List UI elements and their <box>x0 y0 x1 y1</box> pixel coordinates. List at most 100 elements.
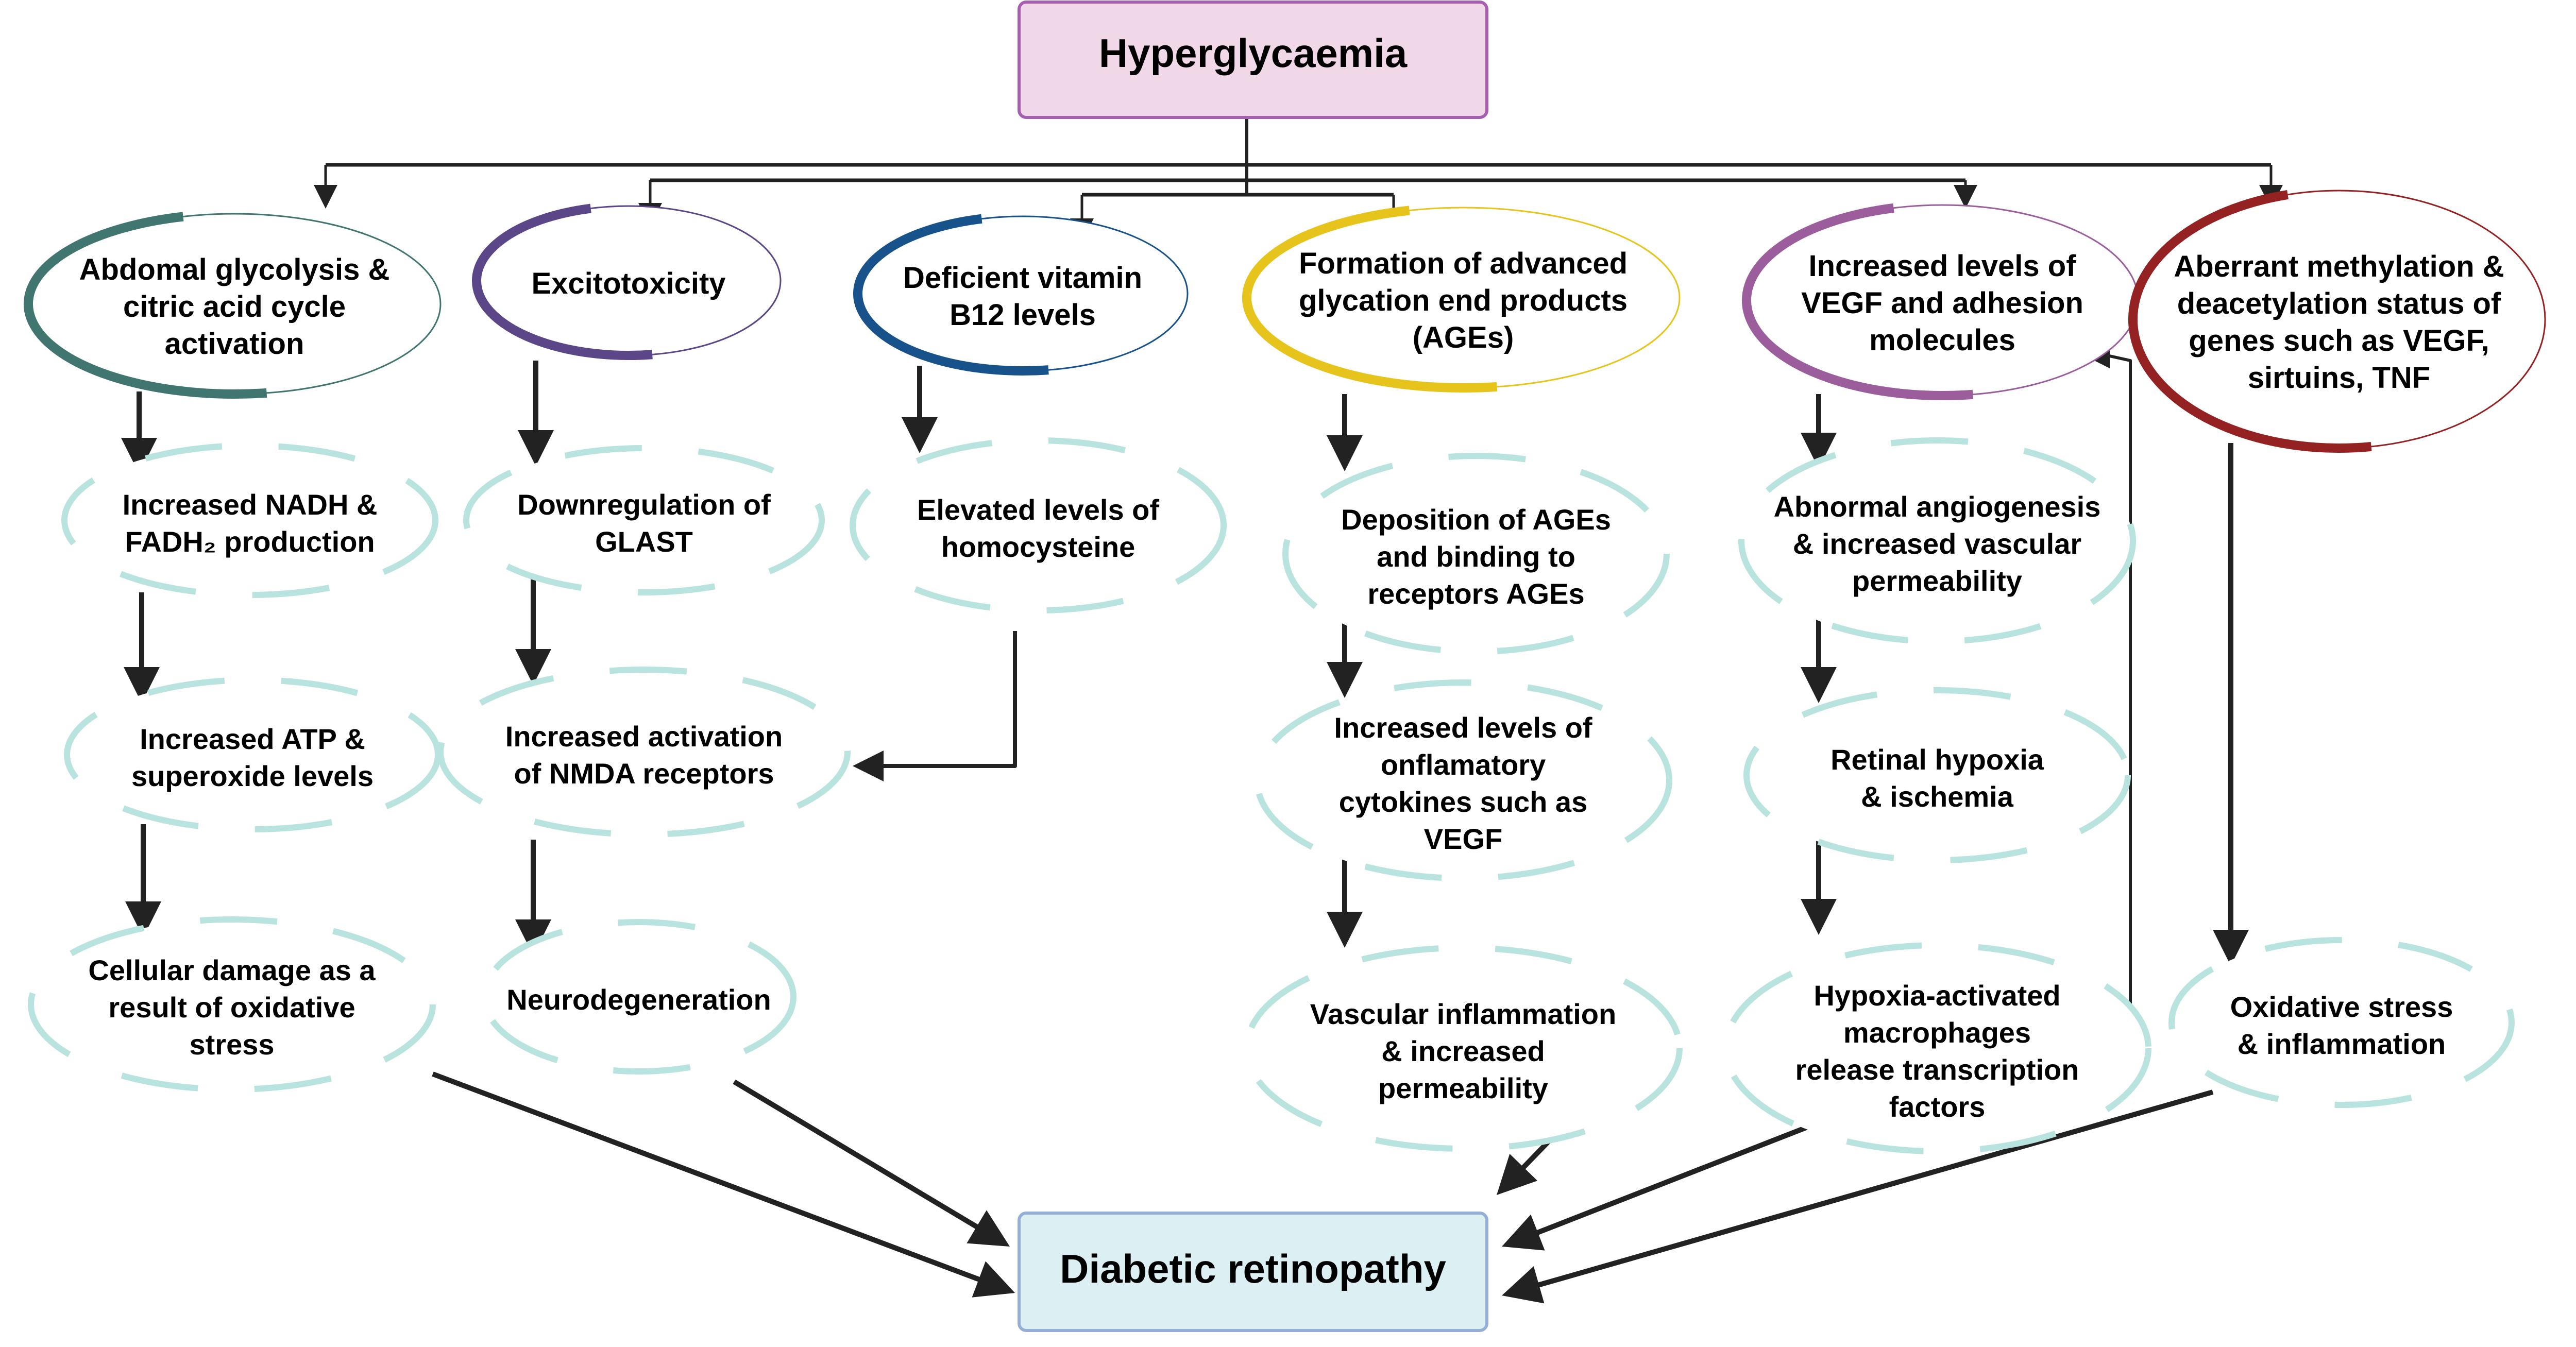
pathway-step-ellipse <box>1723 942 2151 1154</box>
pathway-head-label-glycolysis-line: citric acid cycle <box>123 290 346 323</box>
pathway-step-ellipse <box>437 667 851 838</box>
converging-arrow-line <box>733 1079 991 1237</box>
pathway-head-label-glycolysis-line: activation <box>165 327 304 361</box>
flow-arrow-head <box>515 649 551 685</box>
pathway-step-label-line: FADH₂ production <box>125 525 375 558</box>
pathway-head-label-excitotoxicity-line: Excitotoxicity <box>531 267 725 300</box>
branch-arrowhead-icon <box>314 185 337 209</box>
pathway-step-label-line: homocysteine <box>941 531 1136 563</box>
pathway-head-label-vegf-line: molecules <box>1869 323 2015 357</box>
pathway-head-label-ages-line: glycation end products <box>1299 284 1628 317</box>
pathway-step-ellipse <box>1743 687 2131 863</box>
converging-arrowhead-icon <box>967 1210 1010 1247</box>
pathway-head-label-methylation: Aberrant methylation &deacetylation stat… <box>2174 250 2504 395</box>
pathway-step-label-line: permeability <box>1852 565 2022 597</box>
pathway-step-ellipse <box>1244 945 1683 1152</box>
pathway-head-accent-methylation <box>2128 190 2372 453</box>
pathway-head-label-vegf-line: VEGF and adhesion <box>1801 286 2083 320</box>
pathway-step-label-line: VEGF <box>1424 823 1502 855</box>
pathway-step-label-line: & ischemia <box>1861 780 2014 813</box>
converging-arrow-line <box>432 1071 994 1287</box>
homocysteine-to-nmda-arrowhead-icon <box>853 751 884 781</box>
pathway-step-label-line: Cellular damage as a <box>88 954 376 986</box>
flow-arrow-head <box>2213 930 2249 966</box>
pathway-step-label-line: Increased levels of <box>1334 711 1592 744</box>
pathway-step-ellipse <box>481 919 796 1075</box>
converging-arrow-line <box>1522 1110 1845 1241</box>
diabetic-retinopathy-label: Diabetic retinopathy <box>1060 1246 1446 1291</box>
pathway-step-label-line: cytokines such as <box>1339 786 1587 818</box>
converging-arrowhead-icon <box>1497 1154 1538 1195</box>
flow-arrow-head <box>1801 667 1837 703</box>
pathway-head-label-ages-line: (AGEs) <box>1413 321 1514 354</box>
pathway-step-label: Retinal hypoxia & ischemia <box>1831 743 2044 813</box>
pathway-step-label: Abnormal angiogenesis & increased vascula… <box>1774 490 2101 597</box>
pathway-step-label-line: stress <box>189 1028 274 1061</box>
pathway-step-label-line: superoxide levels <box>131 760 374 792</box>
pathway-step-label-line: Hypoxia-activated <box>1814 979 2060 1012</box>
pathway-step-label-line: Increased NADH & <box>123 488 378 521</box>
hyperglycaemia-box <box>1018 1 1488 119</box>
pathway-step-label-line: Increased ATP & <box>140 723 365 755</box>
pathway-head-label-ages-line: Formation of advanced <box>1299 247 1628 280</box>
pathway-step-label-line: permeability <box>1378 1072 1548 1104</box>
pathway-step-label: Vascular inflammation & increased permeabi… <box>1310 998 1616 1104</box>
pathway-head-label-vitamin-b12-line: Deficient vitamin <box>903 261 1142 295</box>
pathway-step-label-line: of NMDA receptors <box>514 757 774 790</box>
pathway-step-label-line: Retinal hypoxia <box>1831 743 2044 776</box>
pathway-step-ellipse <box>28 916 436 1093</box>
feedback-to-vegf-line <box>2107 354 2132 1014</box>
pathway-step-label: Oxidative stress& inflammation <box>2230 991 2453 1060</box>
pathway-head-label-excitotoxicity: Excitotoxicity <box>531 267 725 300</box>
pathway-step-label-line: & inflammation <box>2238 1028 2446 1060</box>
pathway-head-label-methylation-line: genes such as VEGF, <box>2189 324 2489 357</box>
pathway-step-label-line: Increased activation <box>505 720 783 753</box>
pathway-step-label-line: & increased vascular <box>1793 527 2081 560</box>
flow-arrow-head <box>1327 912 1363 948</box>
pathway-head-accent-ages <box>1242 206 1498 393</box>
branch-arrowhead-icon <box>1954 185 1977 209</box>
pathway-step-label-line: Vascular inflammation <box>1310 998 1616 1030</box>
pathway-step-label-line: result of oxidative <box>108 991 355 1024</box>
flow-arrow-head <box>515 919 551 956</box>
diabetic-retinopathy-box <box>1018 1212 1488 1332</box>
pathway-step-label: Cellular damage as a result of oxidative s… <box>88 954 376 1061</box>
pathway-step-ellipse <box>1738 437 2136 644</box>
pathway-head-label-vegf-line: Increased levels of <box>1808 249 2076 283</box>
converging-arrowhead-icon <box>1502 1266 1545 1304</box>
flow-arrow-head <box>124 667 160 703</box>
homocysteine-to-nmda-line <box>876 631 1017 768</box>
pathway-head-accent-vitamin-b12 <box>853 214 1049 376</box>
pathway-step-label-line: Abnormal angiogenesis <box>1774 490 2101 523</box>
hyperglycaemia-label: Hyperglycaemia <box>1099 30 1408 76</box>
flow-arrow-head <box>1801 899 1837 935</box>
flow-arrow-head <box>518 430 554 466</box>
pathway-step-ellipse <box>61 442 438 598</box>
pathway-head-label-glycolysis-line: Abdomal glycolysis & <box>79 253 390 286</box>
pathway-step-label-line: Neurodegeneration <box>506 983 771 1016</box>
pathway-head-label-ages: Formation of advanced glycation end produ… <box>1299 247 1628 354</box>
pathway-step-label: Neurodegeneration <box>506 983 771 1016</box>
pathway-head-label-methylation-line: deacetylation status of <box>2177 287 2501 320</box>
flow-arrow-head <box>902 417 938 453</box>
pathway-step-label-line: & increased <box>1381 1035 1545 1067</box>
pathway-step-ellipse <box>2168 937 2515 1108</box>
flow-arrow-head <box>121 438 157 474</box>
pathway-head-label-methylation-line: sirtuins, TNF <box>2248 361 2430 395</box>
pathway-step-label-line: release transcription <box>1795 1053 2079 1086</box>
pathway-step-label-line: GLAST <box>595 525 693 558</box>
pathway-head-accent-excitotoxicity <box>472 203 653 360</box>
pathway-step-label-line: onflamatory <box>1381 748 1546 781</box>
pathway-step-label: Increased activation of NMDA receptors <box>505 720 783 790</box>
pathway-step-label-line: and binding to <box>1377 540 1575 573</box>
pathway-step-label-line: Downregulation of <box>517 488 771 521</box>
pathway-head-accent-vegf <box>1742 203 1974 400</box>
converging-arrowhead-icon <box>1502 1214 1545 1251</box>
